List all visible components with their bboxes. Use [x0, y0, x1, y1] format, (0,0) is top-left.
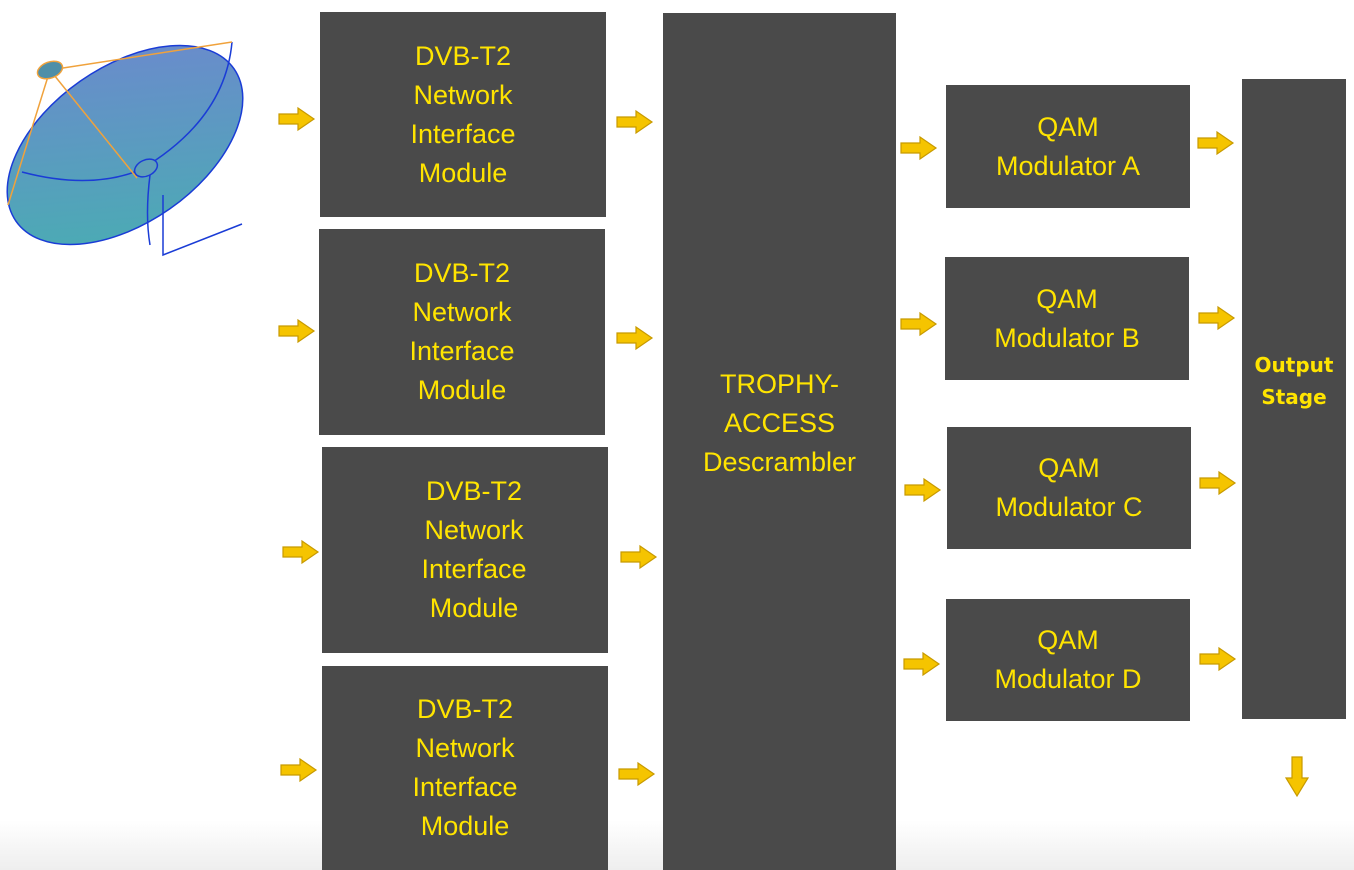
qam-modulator-c: QAM Modulator C [947, 427, 1191, 549]
output-stage-label: Output Stage [1254, 353, 1334, 409]
arrow-icon [1199, 470, 1237, 496]
trophy-access-descrambler: TROPHY- ACCESS Descrambler [663, 13, 896, 870]
arrow-icon [903, 651, 941, 677]
arrow-icon [618, 761, 656, 787]
qam-modulator-d: QAM Modulator D [946, 599, 1190, 721]
qam-modulator-b-label: QAM Modulator B [994, 283, 1140, 353]
arrow-icon [1197, 130, 1235, 156]
qam-modulator-b: QAM Modulator B [945, 257, 1189, 380]
qam-modulator-d-label: QAM Modulator D [994, 625, 1142, 694]
arrow-icon [280, 757, 318, 783]
arrow-icon [278, 318, 316, 344]
qam-modulator-a: QAM Modulator A [946, 85, 1190, 208]
dvb-t2-module-3: DVB-T2 Network Interface Module [322, 447, 608, 653]
arrow-icon [1198, 305, 1236, 331]
arrow-icon [278, 106, 316, 132]
arrow-icon [900, 135, 938, 161]
descrambler-label: TROPHY- ACCESS Descrambler [702, 369, 857, 477]
dvb-t2-module-3-label: DVB-T2 Network Interface Module [421, 476, 527, 623]
dvb-t2-module-1: DVB-T2 Network Interface Module [320, 12, 606, 217]
qam-modulator-c-label: QAM Modulator C [995, 453, 1143, 522]
arrow-icon [904, 477, 942, 503]
dvb-t2-module-2-label: DVB-T2 Network Interface Module [409, 258, 515, 405]
arrow-icon [620, 544, 658, 570]
arrow-icon [1199, 646, 1237, 672]
arrow-icon [900, 311, 938, 337]
dvb-t2-module-4-label: DVB-T2 Network Interface Module [412, 694, 518, 841]
arrow-icon [616, 109, 654, 135]
output-stage: Output Stage [1242, 79, 1346, 719]
down-arrow-icon [1284, 756, 1310, 798]
dvb-t2-module-1-label: DVB-T2 Network Interface Module [410, 40, 516, 188]
arrow-icon [282, 539, 320, 565]
arrow-icon [616, 325, 654, 351]
dvb-t2-module-2: DVB-T2 Network Interface Module [319, 229, 605, 435]
dvb-t2-module-4: DVB-T2 Network Interface Module [322, 666, 608, 870]
qam-modulator-a-label: QAM Modulator A [995, 111, 1141, 181]
satellite-dish-icon [6, 41, 244, 257]
